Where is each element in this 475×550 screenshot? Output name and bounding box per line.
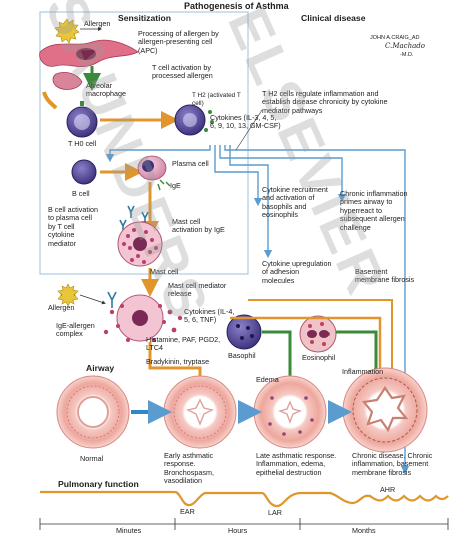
label-bradykinin: Bradykinin, tryptase	[146, 358, 209, 366]
cytokine-line-2	[215, 145, 258, 202]
pulmonary-ahr-label: AHR	[380, 486, 395, 494]
label-normal: Normal	[80, 455, 103, 463]
label-th2-activated: T H2 (activated T cell)	[192, 92, 252, 109]
signature-line3: -M.D.	[400, 51, 413, 59]
airway-late-icon	[254, 376, 326, 448]
ige-allergen-complex-icon	[108, 292, 116, 308]
label-b-cell: B cell	[72, 190, 90, 198]
pulmonary-lar-label: LAR	[268, 509, 282, 517]
section-pulmonary-function: Pulmonary function	[58, 480, 139, 488]
label-allergen-mid: Allergen	[48, 304, 74, 312]
allergen-mid-arrow	[80, 295, 104, 303]
timeline-hours: Hours	[228, 527, 247, 535]
th2-cell-icon	[175, 105, 214, 135]
airway-normal-icon	[57, 376, 129, 448]
pulmonary-ear-label: EAR	[180, 508, 195, 516]
label-processing: Processing of allergen by allergen-prese…	[138, 30, 228, 55]
label-basophil: Basophil	[228, 352, 256, 360]
b-cell-icon	[72, 160, 96, 184]
label-late-response: Late asthmatic response. Inflammation, e…	[256, 452, 348, 477]
label-chronic-disease: Chronic disease. Chronic inflammation, b…	[352, 452, 448, 477]
label-histamine: Histamine, PAF, PGD2, LTC4	[146, 336, 226, 353]
label-b-cell-activation: B cell activation to plasma cell by T ce…	[48, 206, 98, 248]
timeline-minutes: Minutes	[116, 527, 141, 535]
section-clinical-disease: Clinical disease	[301, 14, 366, 22]
section-sensitization: Sensitization	[118, 14, 171, 22]
timeline-months: Months	[352, 527, 376, 535]
label-early-response: Early asthmatic response. Bronchospasm, …	[164, 452, 240, 486]
label-inflammation: Inflammation	[342, 368, 383, 376]
signature-line2: C.Machado	[385, 42, 425, 50]
label-ige-allergen: IgE-allergen complex	[56, 322, 110, 339]
label-eosinophil: Eosinophil	[302, 354, 335, 362]
label-t-cell-activation: T cell activation by processed allergen	[152, 64, 222, 81]
airway-chronic-icon	[343, 368, 427, 452]
section-airway: Airway	[86, 364, 114, 372]
airway-early-icon	[164, 376, 236, 448]
eosinophil-icon	[300, 316, 336, 352]
label-plasma-cell: Plasma cell	[172, 160, 209, 168]
label-edema: Edema	[256, 376, 279, 384]
